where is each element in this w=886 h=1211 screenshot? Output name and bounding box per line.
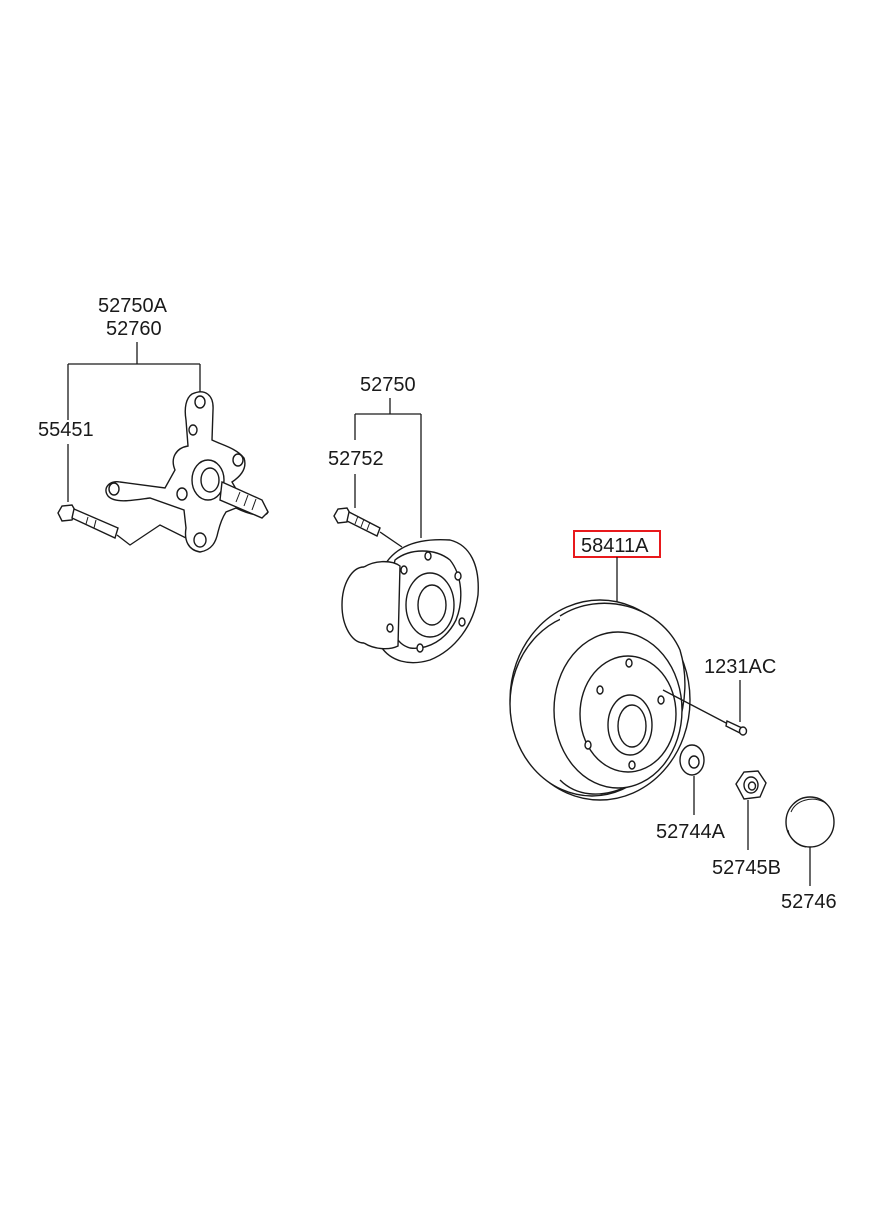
washer-52744A[interactable] [679,744,705,776]
callout-1231AC[interactable]: 1231AC [704,656,776,678]
callout-52746[interactable]: 52746 [781,891,837,913]
brake-drum-58411A[interactable] [509,599,691,801]
leader-52752-to-hub [379,531,403,548]
hub-bolt-52752[interactable] [333,507,381,537]
callout-52752[interactable]: 52752 [328,448,384,470]
callout-58411A[interactable]: 58411A [581,535,649,557]
bracket-52750 [354,398,422,538]
wheel-hub-52750[interactable] [341,538,479,664]
callout-52744A[interactable]: 52744A [656,821,726,843]
steering-knuckle[interactable] [105,391,269,553]
leader-1231AC-to-drum [662,689,729,725]
callout-52750A[interactable]: 52750A [98,295,168,317]
nut-52745B[interactable] [735,770,767,800]
bracket-52750A [67,342,201,420]
bolt-55451[interactable] [57,504,119,539]
callout-55451[interactable]: 55451 [38,419,94,441]
leader-55451-to-knuckle [116,524,187,546]
callout-52750[interactable]: 52750 [360,374,416,396]
callout-52760[interactable]: 52760 [106,318,162,340]
hub-cap-52746[interactable] [785,796,835,848]
screw-1231AC[interactable] [725,719,748,736]
callout-52745B[interactable]: 52745B [712,857,781,879]
